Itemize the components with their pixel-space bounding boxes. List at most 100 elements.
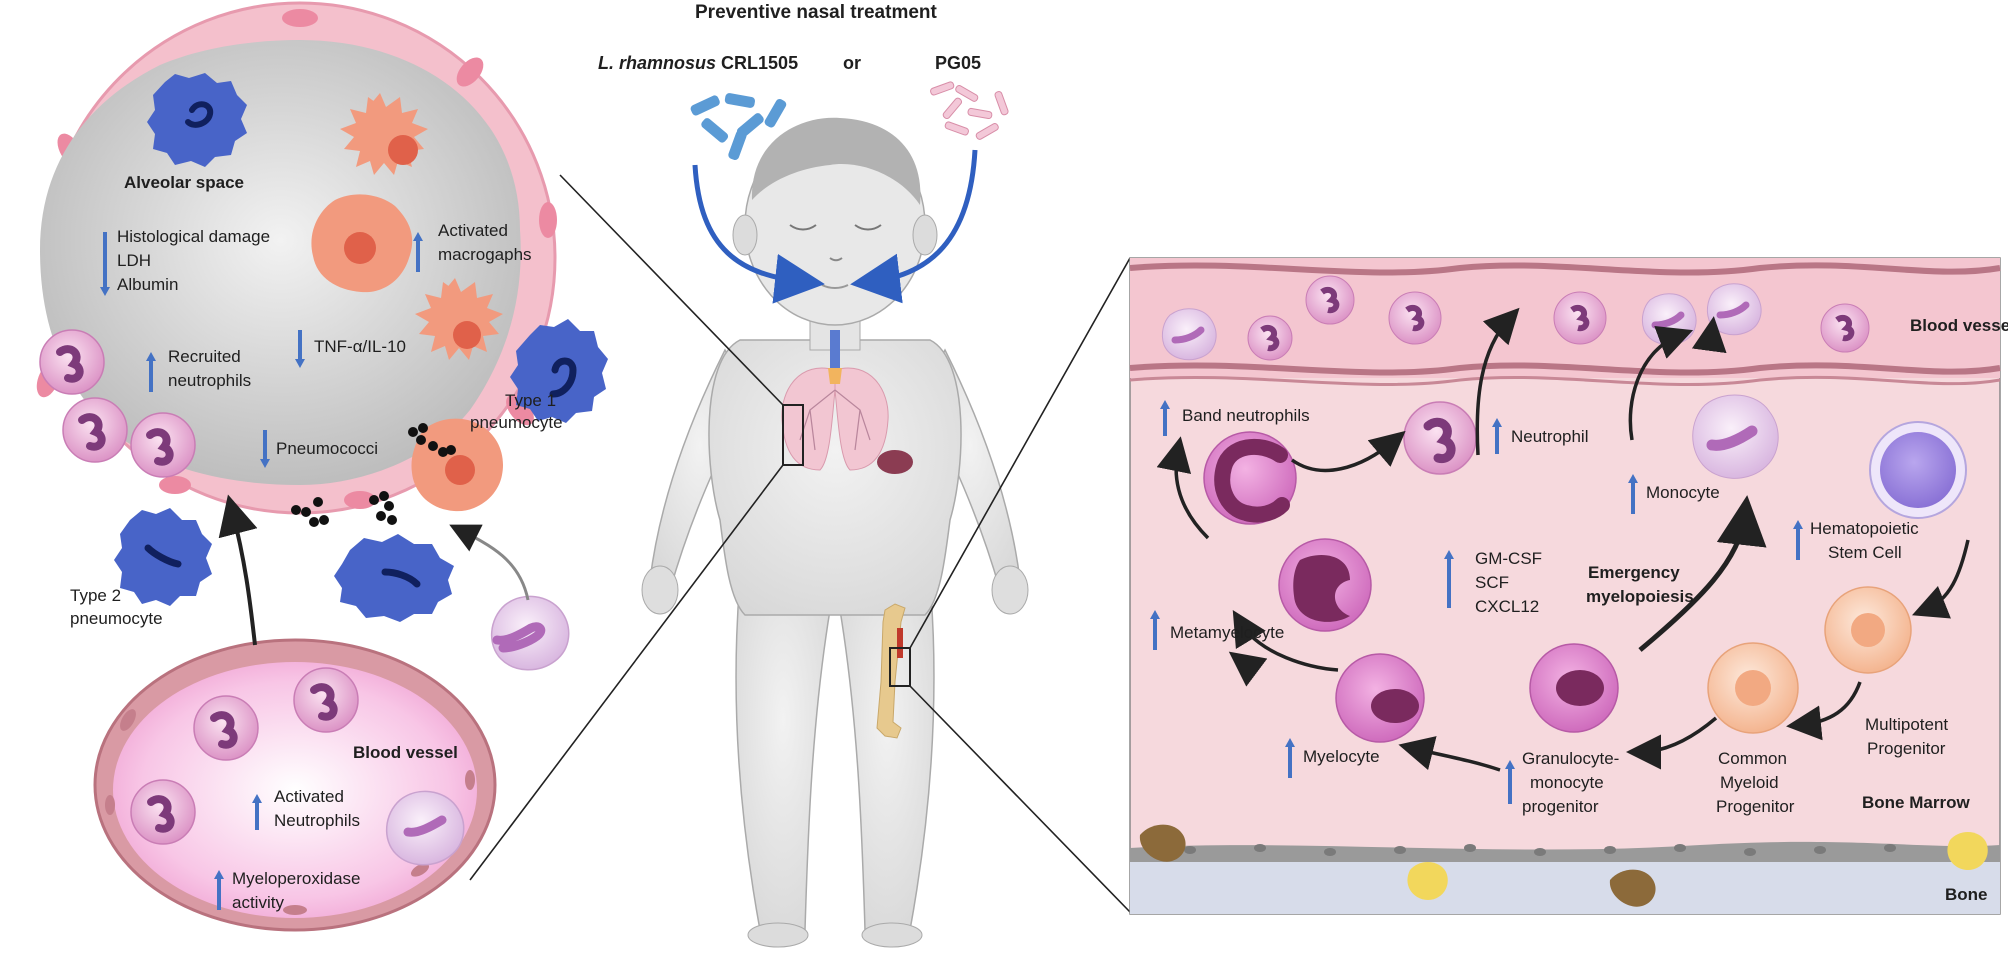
type2-label-1: Type 2 [70, 586, 122, 605]
pneumococci-bacteria [291, 423, 456, 527]
increase-arrow-metamyelocyte [1150, 610, 1160, 650]
vessel-neutrophil-1 [1305, 275, 1355, 325]
metamyelocyte-label: Metamyelocyte [1170, 623, 1285, 642]
nasal-arrow-right [850, 149, 978, 304]
nasal-arrow-left [692, 164, 825, 304]
emergency-arrow [1638, 495, 1767, 652]
metamyelocyte-cell [1278, 538, 1372, 632]
myelocyte-label: Myelocyte [1303, 747, 1380, 766]
hsc-cell [1869, 421, 1967, 519]
vessel-monocyte-2 [1641, 293, 1697, 346]
vessel-neutrophil-4 [1553, 291, 1607, 345]
monocyte-cell [1692, 394, 1779, 479]
mpp-label-2: Progenitor [1867, 739, 1946, 758]
type2-label-2: pneumocyte [70, 609, 163, 628]
decrease-arrow-pneumococci [260, 430, 270, 468]
neutrophil-alveolus-3 [130, 412, 196, 478]
lung-zoom-box [782, 404, 804, 466]
monocyte-label: Monocyte [1646, 483, 1720, 502]
decrease-arrow-damage [100, 232, 110, 296]
myelocyte-cell [1335, 653, 1425, 743]
recruited-neutrophils-2: neutrophils [168, 371, 252, 390]
marrow-zoom-box [889, 647, 911, 687]
monocyte-migrating [490, 595, 570, 671]
vessel-neutrophil-2 [1247, 315, 1293, 361]
emergency-label-1: Emergency [1588, 563, 1680, 582]
gmp-label-3: progenitor [1522, 797, 1599, 816]
increase-arrow-activated [252, 794, 262, 830]
neutrophil-cell [1403, 401, 1477, 475]
or-label: or [843, 53, 861, 73]
band-neutrophils-label: Band neutrophils [1182, 406, 1310, 425]
gmp-label-1: Granulocyte- [1522, 749, 1620, 768]
neutrophil-vessel-1 [193, 695, 259, 761]
band-neutrophil-cell [1203, 431, 1297, 525]
pg05-label: PG05 [935, 53, 982, 73]
activated-macrophages-1: Activated [438, 221, 508, 240]
type2-pneumocyte-left [114, 508, 212, 606]
increase-arrow-macrophages [413, 232, 423, 272]
increase-arrow-myelocyte [1285, 738, 1295, 778]
hsc-label-1: Hematopoietic [1810, 519, 1919, 538]
bone-marrow-label: Bone Marrow [1862, 793, 1970, 812]
type1-pneumocyte-right [510, 319, 608, 423]
cmp-cell [1707, 642, 1799, 734]
mpo-label-2: activity [232, 893, 284, 912]
migration-arrow [218, 494, 258, 646]
mpo-label-1: Myeloperoxidase [232, 869, 361, 888]
cytokine-ratio-label: TNF-α/IL-10 [314, 337, 407, 356]
strain-species: L. rhamnosus [598, 53, 717, 73]
strain-code: CRL1505 [721, 53, 799, 73]
cytokine-2: SCF [1475, 573, 1509, 592]
cytokine-1: GM-CSF [1475, 549, 1543, 568]
increase-arrow-mpo [214, 870, 224, 910]
activated-neutrophils-2: Neutrophils [274, 811, 360, 830]
vessel-monocyte-1 [1161, 308, 1217, 361]
strain-label: L. rhamnosus CRL1505 [598, 52, 798, 74]
pg05-icon [930, 81, 1009, 140]
activated-neutrophils-1: Activated [274, 787, 344, 806]
type1-label-1: Type 1 [505, 391, 557, 410]
macrophage-round [311, 194, 413, 293]
type1-label-2: pneumocyte [470, 413, 563, 432]
increase-arrow-monocyte [1628, 474, 1638, 514]
child-figure [641, 117, 1029, 948]
bone-label: Bone [1945, 885, 1988, 904]
mpp-cell [1824, 586, 1912, 674]
neutrophil-label: Neutrophil [1511, 427, 1589, 446]
increase-arrow-gmp [1505, 760, 1515, 804]
increase-arrow-neutrophils [146, 352, 156, 392]
blood-vessel-marrow-label: Blood vessel [1910, 316, 2008, 335]
vessel-neutrophil-3 [1388, 291, 1442, 345]
cmp-label-2: Myeloid [1720, 773, 1779, 792]
neutrophil-alveolus-2 [62, 397, 128, 463]
bone-marrow-panel [1129, 257, 2001, 915]
type1-pneumocyte-cell [147, 73, 247, 167]
type2-pneumocyte-bottom [334, 534, 454, 622]
hsc-label-2: Stem Cell [1828, 543, 1902, 562]
recruited-neutrophils-1: Recruited [168, 347, 241, 366]
increase-arrow-cytokines [1444, 550, 1454, 608]
cmp-label-3: Progenitor [1716, 797, 1795, 816]
vessel-monocyte-3 [1706, 283, 1762, 336]
mpp-label-1: Multipotent [1865, 715, 1949, 734]
neutrophil-alveolus-1 [39, 329, 105, 395]
cmp-label-1: Common [1718, 749, 1787, 768]
myelocyte-to-metamyelocyte-arrow [1232, 610, 1339, 672]
gmp-label-2: monocyte [1530, 773, 1604, 792]
decrease-arrow-cytokine [295, 330, 305, 368]
emergency-label-2: myelopoiesis [1586, 587, 1694, 606]
macrophage-spiky-2 [415, 278, 503, 360]
lactobacillus-icon [690, 93, 787, 161]
increase-arrow-hsc [1793, 520, 1803, 560]
damage-item-2: LDH [117, 251, 152, 270]
cytokine-3: CXCL12 [1475, 597, 1540, 616]
neutrophil-vessel-2 [293, 667, 359, 733]
damage-item-1: Histological damage [117, 227, 271, 246]
differentiation-arrows [1156, 307, 1970, 772]
page-title: Preventive nasal treatment [695, 2, 937, 23]
neutrophil-vessel-3 [130, 779, 196, 845]
monocyte-vessel [385, 790, 465, 866]
